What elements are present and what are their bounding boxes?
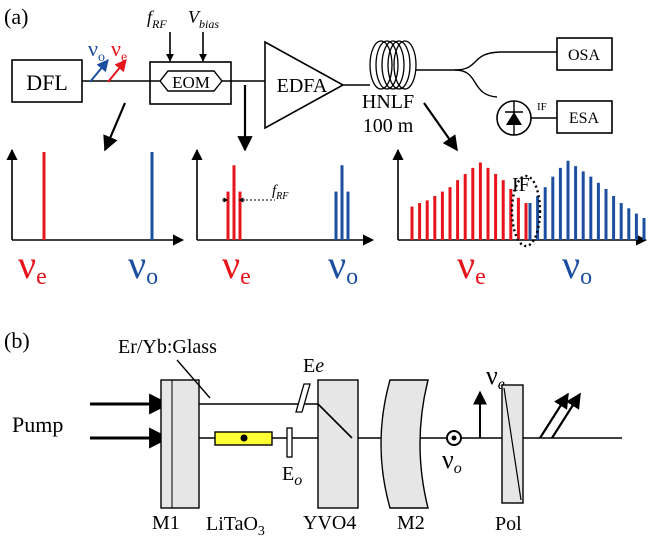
spec3-nu-o: νo [562, 242, 592, 290]
m1-label: M1 [152, 512, 180, 534]
spec2-nu-e: νe [222, 242, 251, 290]
nu-o-arrow [89, 59, 109, 83]
glass-label: Er/Yb:Glass [118, 336, 217, 358]
nu-e-arrow [107, 59, 127, 83]
spectrum-1-axes [6, 148, 185, 246]
yvo4-crystal [317, 379, 359, 509]
fiber-to-pd [454, 69, 498, 98]
if-highlight [510, 174, 542, 248]
output-arrow-2 [551, 392, 581, 439]
edfa-triangle [264, 40, 345, 130]
mirror-m2 [380, 379, 429, 509]
b-nu-o-label: νo [442, 445, 462, 477]
pol-label: Pol [495, 513, 522, 535]
f-rf-spacing-label: fRF [272, 183, 289, 202]
hnlf-length: 100 m [363, 115, 414, 137]
eom-label: EOM [172, 73, 210, 92]
mirror-m1 [160, 379, 200, 509]
eom-outer-box [149, 61, 232, 105]
pump-label: Pump [12, 412, 63, 437]
spectra-lines [42, 152, 646, 240]
glass-pointer [176, 359, 211, 399]
output-arrow-1 [539, 392, 569, 439]
pointer-spectrum-3 [423, 102, 458, 152]
f-rf-input-label: fRF [147, 7, 167, 31]
eom-waveguide [150, 70, 231, 92]
esa-label: ESA [569, 110, 600, 127]
if-label: IF [512, 174, 530, 196]
spec3-nu-e: νe [457, 242, 486, 290]
spec1-nu-e: νe [18, 242, 47, 290]
ee-label: Ee [303, 355, 324, 377]
hnlf-label: HNLF [362, 91, 414, 113]
panel-a-label: (a) [4, 4, 28, 29]
spec2-nu-o: νo [328, 242, 358, 290]
osa-label: OSA [568, 47, 600, 64]
v-bias-label: Vbias [188, 7, 219, 31]
pointer-spectrum-1 [103, 102, 127, 152]
nu-o-symbol: νo [88, 36, 105, 65]
if-small-label: IF [537, 101, 547, 113]
dfl-label: DFL [26, 70, 68, 95]
m2-label: M2 [397, 512, 425, 534]
spectrum-2-axes [191, 148, 375, 246]
eo-label: Eo [282, 463, 302, 489]
edfa-label: EDFA [277, 75, 328, 97]
hnlf-coil [369, 40, 417, 90]
ee-plate [295, 383, 311, 413]
osa-box [556, 37, 613, 71]
panel-b-label: (b) [4, 328, 30, 353]
litao3-label: LiTaO3 [206, 513, 265, 539]
eo-plate [286, 427, 293, 458]
yvo4-label: YVO4 [303, 512, 356, 534]
nu-e-symbol: νe [111, 36, 127, 65]
esa-box [556, 100, 613, 134]
fiber-to-osa [416, 51, 557, 71]
spec1-nu-o: νo [128, 242, 158, 290]
